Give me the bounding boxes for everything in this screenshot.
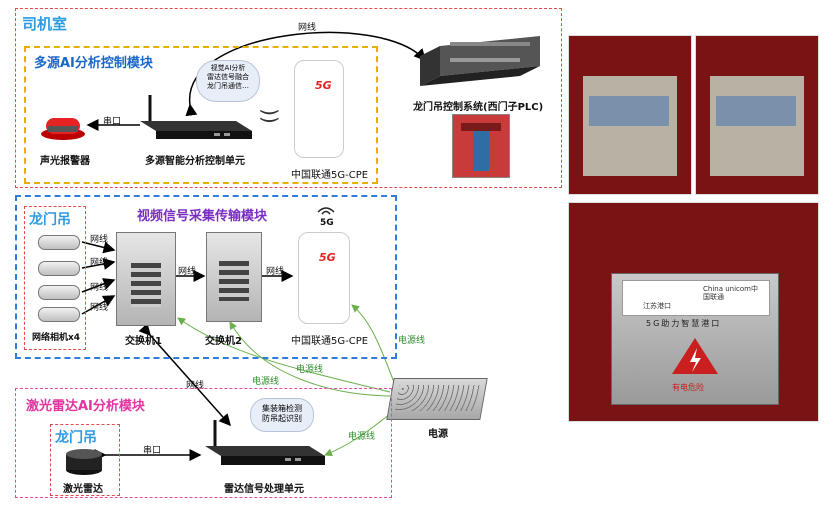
camera-icon: [38, 235, 80, 250]
region-video-title: 视频信号采集传输模块: [137, 209, 268, 224]
wireless-signal-icon: )): [257, 108, 282, 124]
cpe-video-label: 中国联通5G-CPE: [291, 336, 369, 347]
sign-company: 江苏港口: [643, 302, 671, 310]
cpe-video-icon: 5G: [298, 232, 350, 324]
region-gantry-title: 龙门吊: [29, 212, 71, 228]
lidar-icon: [64, 446, 104, 476]
switch1-label: 交换机1: [125, 336, 162, 347]
lidar-label: 激光雷达: [63, 484, 103, 495]
region-multi-ai: 多源AI分析控制模块: [24, 46, 378, 184]
cameras-label: 网络相机x4: [32, 333, 81, 343]
region-gantry-lidar: 龙门吊: [50, 424, 120, 496]
sign-slogan: 5G助力智慧港口: [646, 319, 722, 328]
link-label-camera: 网线: [90, 303, 109, 313]
link-label-switch: 网线: [178, 267, 197, 277]
region-lidar-module: 激光雷达AI分析模块: [15, 388, 392, 498]
region-gantry-lidar-title: 龙门吊: [55, 430, 97, 446]
link-label-network-radar: 网线: [186, 381, 205, 391]
signal-5g-icon: [316, 204, 336, 219]
alarm-label: 声光报警器: [40, 156, 90, 167]
switch1-icon: [116, 232, 176, 326]
region-cab-title: 司机室: [22, 15, 68, 33]
region-video-module: 视频信号采集传输模块: [15, 195, 397, 359]
radar-function-text: 集装箱检测 防吊起识别: [262, 404, 302, 423]
multi-unit-function-bubble: 视觉AI分析 雷达信号融合 龙门吊通信…: [196, 60, 260, 102]
region-lidar-title: 激光雷达AI分析模块: [26, 399, 145, 414]
sign-partner: China unicom中国联通: [703, 285, 758, 301]
power-supply-label: 电源: [428, 429, 448, 440]
plc-icon: [420, 36, 540, 92]
camera-icon: [38, 261, 80, 276]
photo-cabinet-closed: 江苏港口 China unicom中国联通 5G助力智慧港口 有电危险: [568, 202, 819, 422]
cpe-top-label: 中国联通5G-CPE: [291, 170, 369, 181]
link-label-camera: 网线: [90, 283, 109, 293]
multi-unit-function-text: 视觉AI分析 雷达信号融合 龙门吊通信…: [207, 64, 249, 90]
multi-analysis-unit-label: 多源智能分析控制单元: [145, 156, 245, 167]
link-label-camera: 网线: [90, 235, 109, 245]
link-label-serial-lidar: 串口: [143, 446, 162, 456]
power-supply-icon: [386, 378, 488, 420]
warning-text: 有电危险: [672, 383, 704, 392]
radar-function-bubble: 集装箱检测 防吊起识别: [250, 398, 314, 432]
camera-icon: [38, 285, 80, 300]
switch2-label: 交换机2: [205, 336, 242, 347]
cpe-video-brand: 5G: [319, 251, 336, 264]
link-label-serial-alarm: 串口: [103, 117, 122, 127]
camera-icon: [38, 307, 80, 322]
switch2-icon: [206, 232, 262, 322]
plc-label: 龙门吊控制系统(西门子PLC): [413, 102, 544, 113]
link-label-camera: 网线: [90, 258, 109, 268]
region-cab: 司机室: [15, 8, 562, 188]
cpe-top-icon: 5G: [294, 60, 344, 158]
radar-processing-unit-label: 雷达信号处理单元: [224, 484, 304, 495]
multi-analysis-unit-icon: [140, 95, 252, 140]
photo-cabinet-2: [695, 35, 819, 195]
link-label-power: 电源线: [296, 365, 324, 375]
alarm-icon: [40, 112, 86, 140]
region-gantry: 龙门吊: [24, 206, 86, 350]
photo-cabinet-1: [568, 35, 692, 195]
link-label-network-plc: 网线: [298, 23, 317, 33]
link-label-power: 电源线: [252, 377, 280, 387]
link-label-power: 电源线: [348, 432, 376, 442]
region-multi-ai-title: 多源AI分析控制模块: [34, 56, 153, 71]
radar-processing-unit-icon: [205, 420, 325, 468]
cpe-top-brand: 5G: [315, 79, 332, 92]
gantry-crane-image: [452, 114, 510, 178]
link-label-cpe: 网线: [266, 267, 285, 277]
warning-triangle-icon: [670, 336, 720, 376]
link-label-power: 电源线: [398, 336, 426, 346]
signal-5g-label: 5G: [320, 218, 334, 228]
